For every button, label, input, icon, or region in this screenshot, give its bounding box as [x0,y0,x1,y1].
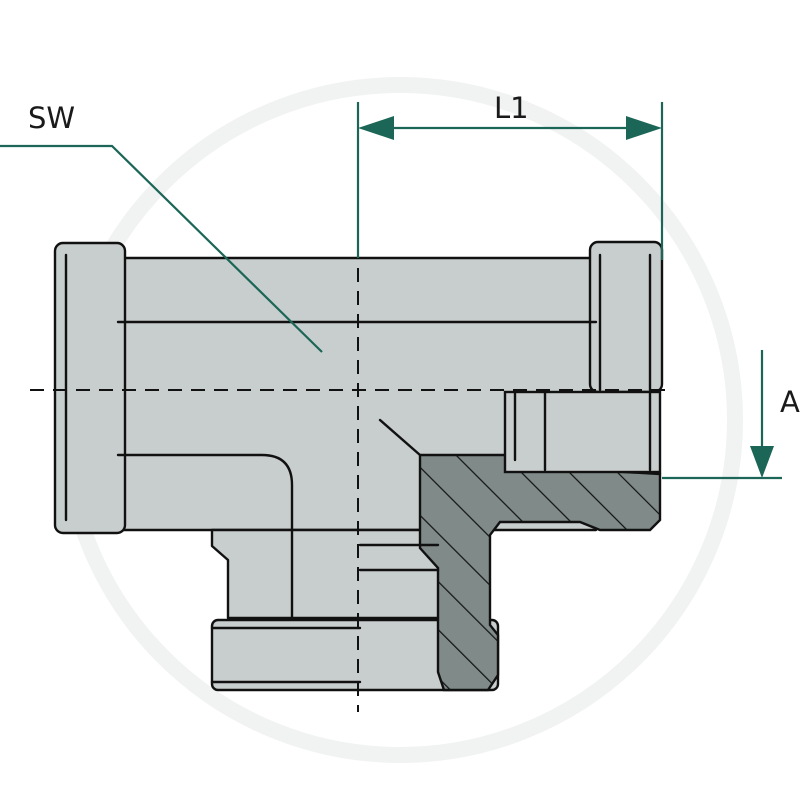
l1-arrow-right [626,116,662,140]
l1-label: L1 [494,91,529,125]
a-label: A [780,385,800,419]
internal-lines [64,253,652,684]
a-arrow-down [750,446,774,478]
right-port-lower [503,390,662,474]
center-lines [30,245,665,712]
left-port [53,241,127,535]
sw-label: SW [28,101,75,135]
dimension-arrows [358,116,774,478]
section-cut [418,453,662,692]
branch-block [210,528,446,620]
l1-arrow-left [358,116,394,140]
